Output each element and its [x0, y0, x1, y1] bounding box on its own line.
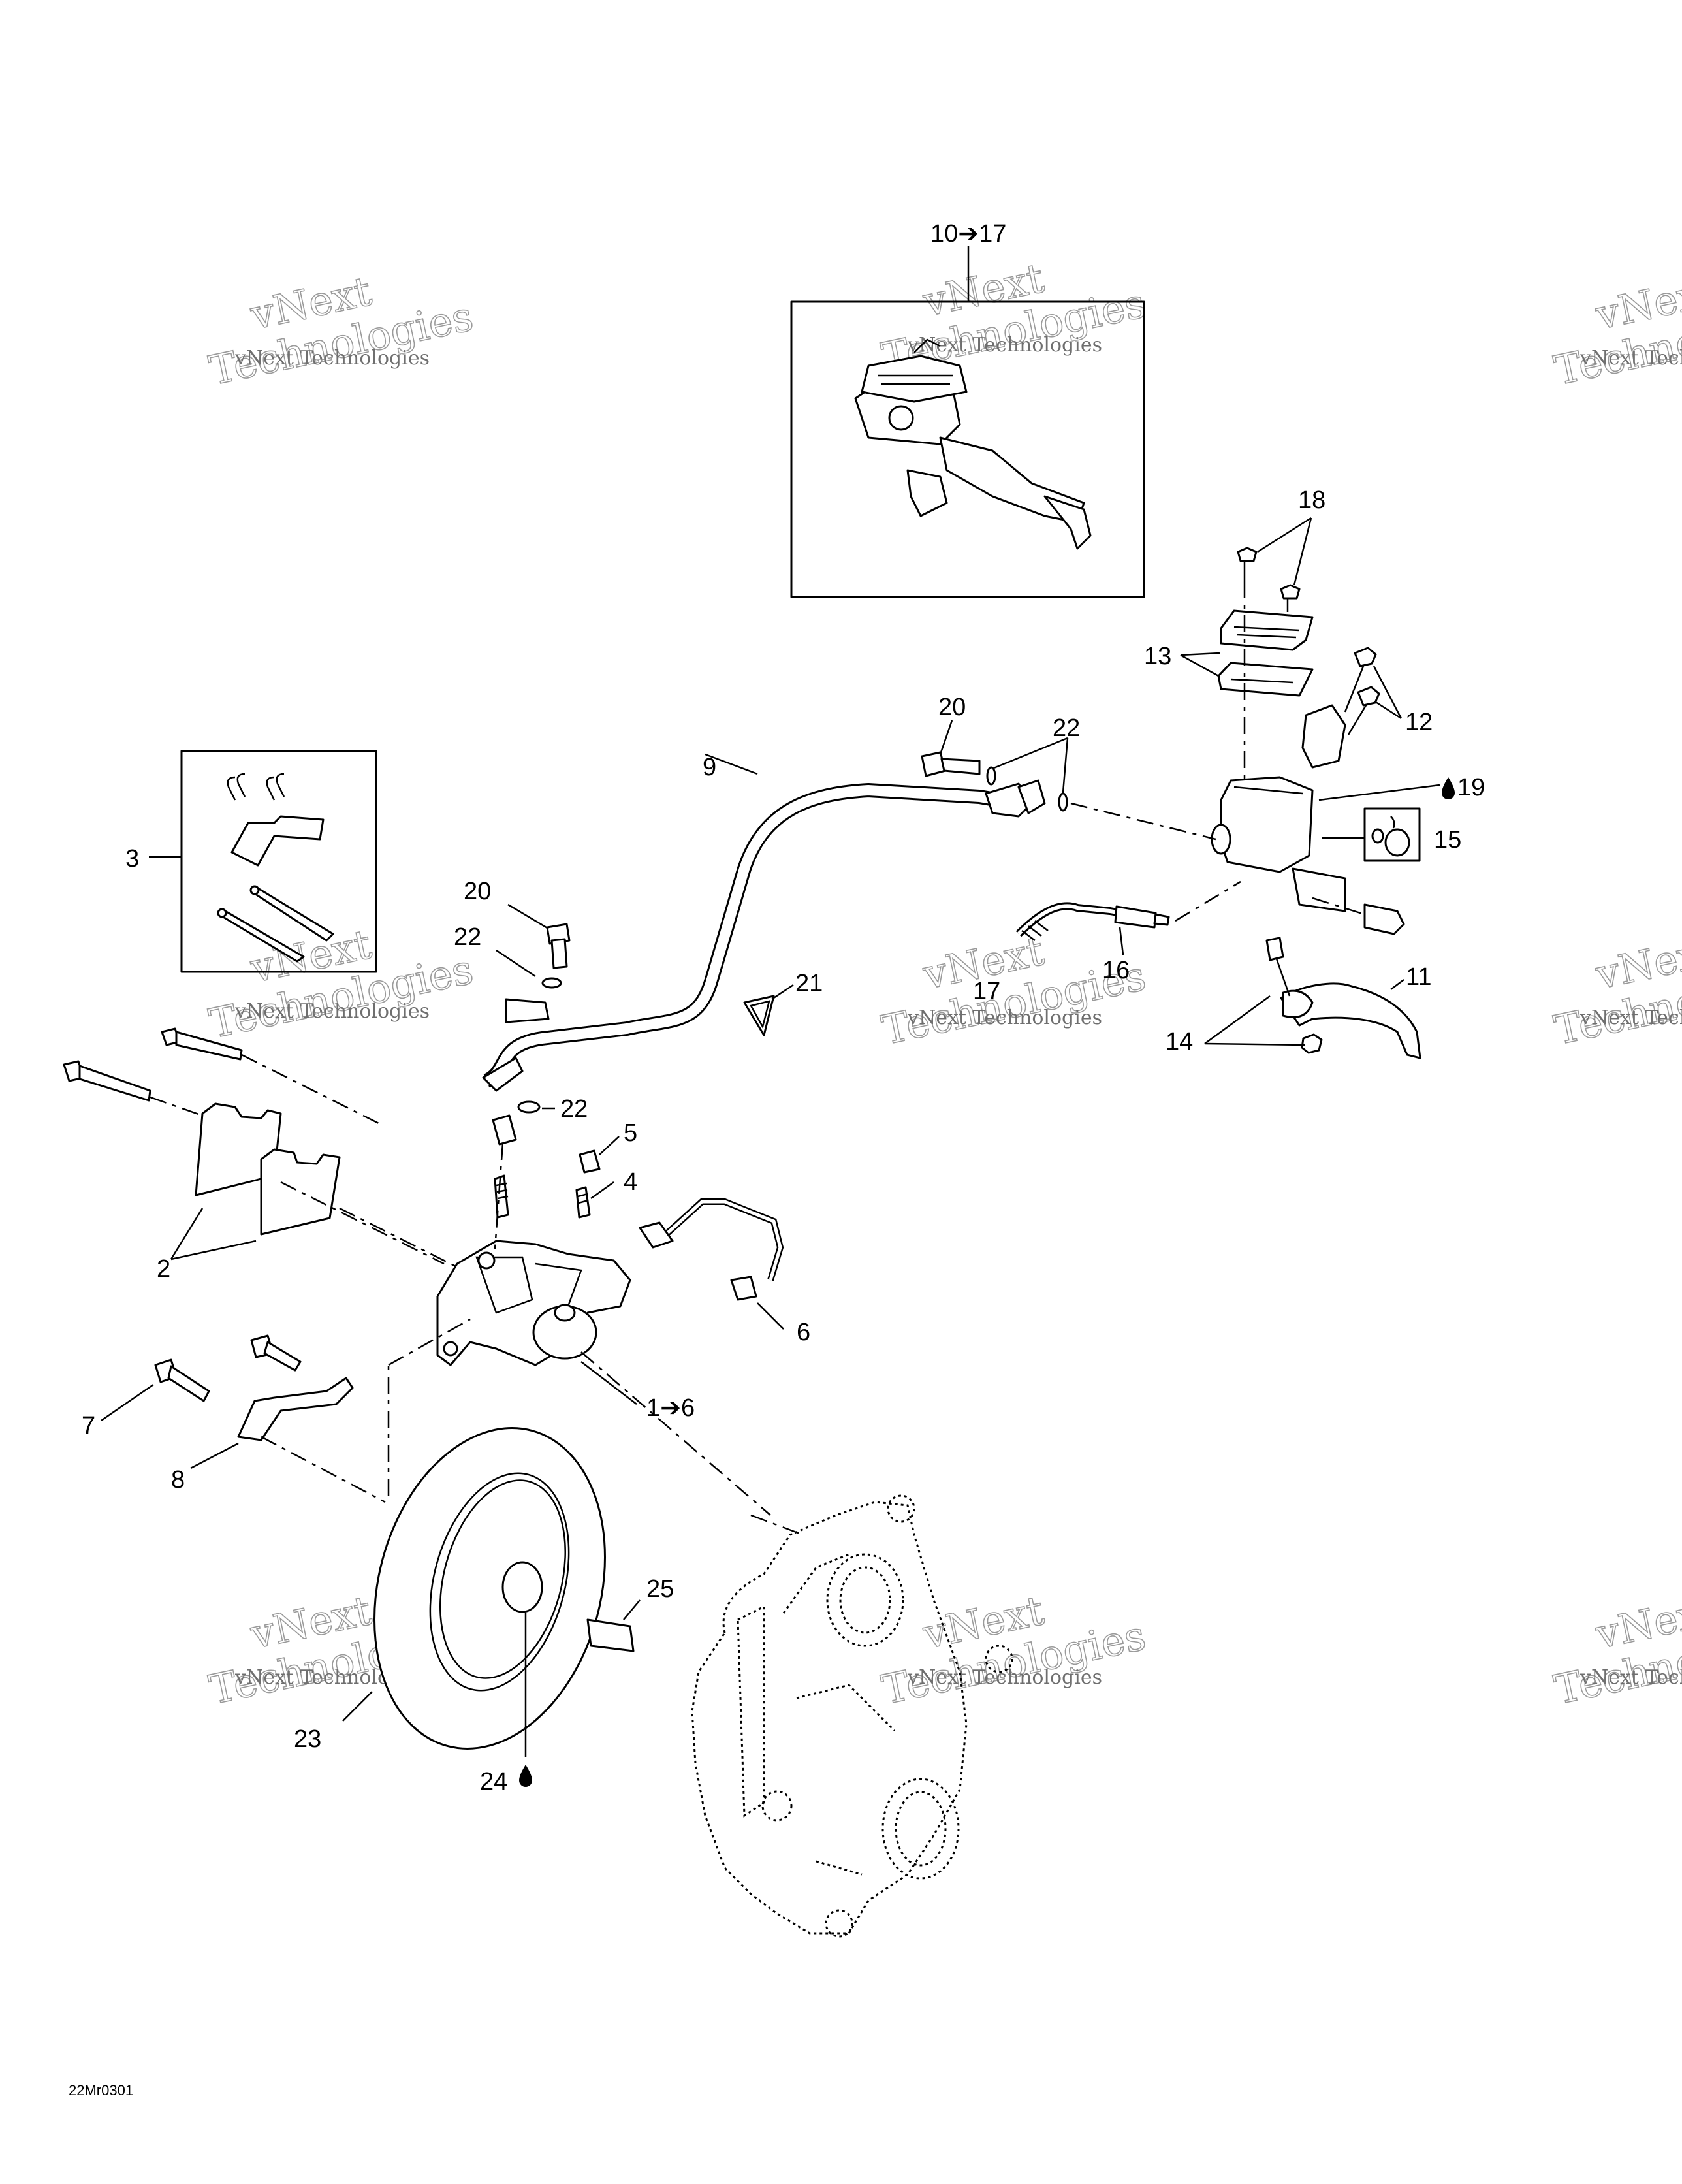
callout-22-caliper: 22	[560, 1095, 588, 1123]
chaincase-housing	[691, 1494, 1013, 1938]
mounting-bolts-7	[101, 1334, 302, 1422]
callout-8: 8	[171, 1466, 185, 1494]
banjo-bolt-20-left	[496, 903, 571, 1114]
callout-22-top: 22	[1053, 715, 1080, 742]
alignment-axes	[387, 1318, 471, 1496]
brake-lever	[1204, 937, 1421, 1059]
callout-16: 16	[1102, 957, 1130, 984]
callout-12: 12	[1405, 709, 1433, 736]
clamp-screw	[1344, 647, 1377, 713]
bracket-8	[190, 1377, 386, 1503]
hose-clip-21	[743, 984, 794, 1036]
callout-4: 4	[624, 1168, 637, 1196]
callout-5: 5	[624, 1119, 637, 1147]
callout-21: 21	[795, 970, 823, 997]
svg-text:vNext Technologies: vNext Technologies	[1579, 1666, 1682, 1689]
callout-18: 18	[1298, 487, 1325, 514]
master-cylinder-assembly-drawing	[854, 338, 1092, 550]
callout-24: 24	[480, 1768, 507, 1795]
svg-text:vNext Technologies: vNext Technologies	[1579, 347, 1682, 370]
callout-1-6: 1➔6	[646, 1394, 695, 1422]
svg-text:vNext Technologies: vNext Technologies	[907, 334, 1102, 357]
cover-screw	[1280, 584, 1301, 612]
master-cylinder-assembly-inset	[790, 246, 1145, 598]
brake-pads-2	[170, 1102, 458, 1268]
callout-14: 14	[1166, 1028, 1193, 1055]
callout-11: 11	[1406, 963, 1431, 991]
callout-23: 23	[294, 1726, 321, 1753]
watermark-top-right: vNext Technologies vNext Technologies	[1549, 266, 1682, 395]
callout-13: 13	[1144, 643, 1171, 670]
svg-text:vNext Technologies: vNext Technologies	[907, 1006, 1102, 1029]
watermark-top-left: vNext Technologies vNext Technologies	[204, 266, 477, 395]
callout-6: 6	[797, 1319, 810, 1346]
master-cylinder-exploded	[1180, 517, 1455, 935]
callout-labels: 10➔17 18 13 12 20 22 9 19 15 3 20 22 21 …	[82, 220, 1485, 1795]
callout-2: 2	[157, 1255, 170, 1283]
brake-disc-23	[342, 1427, 606, 1750]
svg-text:vNext Technologies: vNext Technologies	[234, 1000, 430, 1023]
brake-light-switch	[1015, 880, 1241, 956]
callout-25: 25	[646, 1575, 674, 1603]
callout-20-left: 20	[464, 878, 491, 905]
pad-kit-inset	[149, 750, 377, 973]
clamp-screw	[1347, 686, 1380, 735]
watermark-bottom-center: vNext Technologies vNext Technologies	[877, 1586, 1150, 1714]
banjo-bolt-20-top	[921, 720, 981, 777]
fluid-drop-icon	[1442, 777, 1455, 799]
watermark-bottom-right: vNext Technologies vNext Technologies	[1549, 1586, 1682, 1714]
callout-22-left: 22	[454, 923, 481, 951]
fluid-drop-icon	[519, 1765, 532, 1787]
drawing-code: 22Mr0301	[69, 2082, 133, 2098]
callout-9: 9	[703, 754, 716, 781]
callout-15: 15	[1434, 826, 1461, 854]
brake-caliper	[436, 1114, 784, 1516]
brake-hose-9	[482, 753, 1046, 1092]
callout-3: 3	[125, 845, 139, 873]
svg-text:vNext Technologies: vNext Technologies	[234, 347, 430, 370]
cover-screw	[1237, 547, 1258, 581]
callout-20-top: 20	[938, 694, 966, 721]
caliper-bolts	[63, 1027, 379, 1125]
svg-text:vNext Technologies: vNext Technologies	[1579, 1006, 1682, 1029]
watermark-mid-right: vNext Technologies vNext Technologies	[1549, 926, 1682, 1055]
callout-17: 17	[973, 978, 1000, 1005]
key-25	[586, 1599, 641, 1652]
callout-19: 19	[1457, 774, 1485, 801]
watermark-mid-center: vNext Technologies vNext Technologies	[877, 926, 1150, 1055]
callout-7: 7	[82, 1412, 95, 1439]
svg-text:vNext Technologies: vNext Technologies	[907, 1666, 1102, 1689]
callout-10-17: 10➔17	[930, 220, 1006, 248]
washers-22-top	[986, 737, 1216, 841]
